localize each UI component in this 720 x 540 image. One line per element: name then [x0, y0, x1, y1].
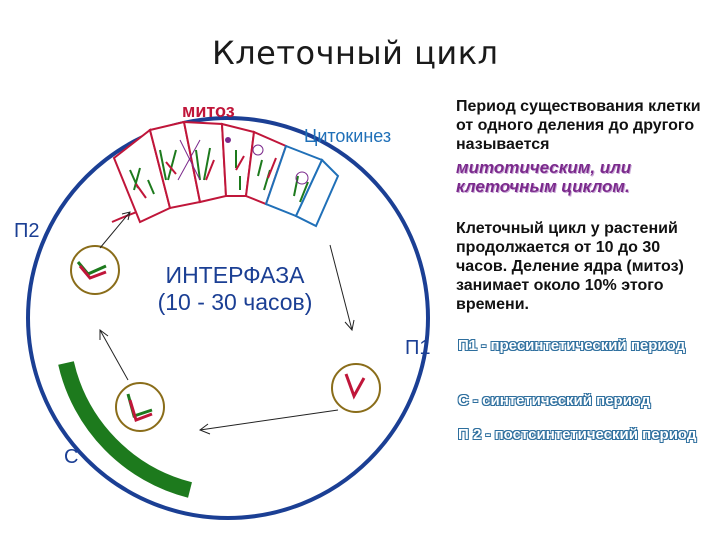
cytokinesis-label: Цитокинез: [304, 126, 392, 146]
interphase-label: ИНТЕРФАЗА (10 - 30 часов): [140, 262, 330, 316]
cell-p1: [331, 363, 381, 413]
s-label: С: [64, 446, 79, 468]
definition-text: Период существования клетки от одного де…: [456, 98, 701, 153]
p1-label: П1: [405, 337, 431, 359]
cell-p2: [70, 245, 120, 295]
phase-p2-text: П 2 - постсинтетический период: [458, 426, 697, 443]
interphase-duration: (10 - 30 часов): [157, 289, 313, 315]
definition-emphasis: митотическим, или клеточным циклом.: [456, 158, 632, 196]
p2-label: П2: [14, 220, 40, 242]
cytokinesis-cell: [294, 158, 340, 228]
interphase-title: ИНТЕРФАЗА: [165, 262, 305, 288]
phase-s-text: С - синтетический период: [458, 392, 651, 409]
s-phase-arc: [58, 361, 193, 498]
cycle-arrows: [99, 211, 355, 435]
mitosis-band: [111, 120, 340, 228]
page-title: Клеточный цикл: [212, 34, 499, 72]
cell-s: [115, 382, 165, 432]
phase-p1-text: П1 - пресинтетический период: [458, 337, 686, 354]
duration-text: Клеточный цикл у растений продолжается о…: [456, 220, 684, 313]
cycle-circle: [26, 116, 430, 520]
mitosis-label: митоз: [182, 101, 235, 121]
